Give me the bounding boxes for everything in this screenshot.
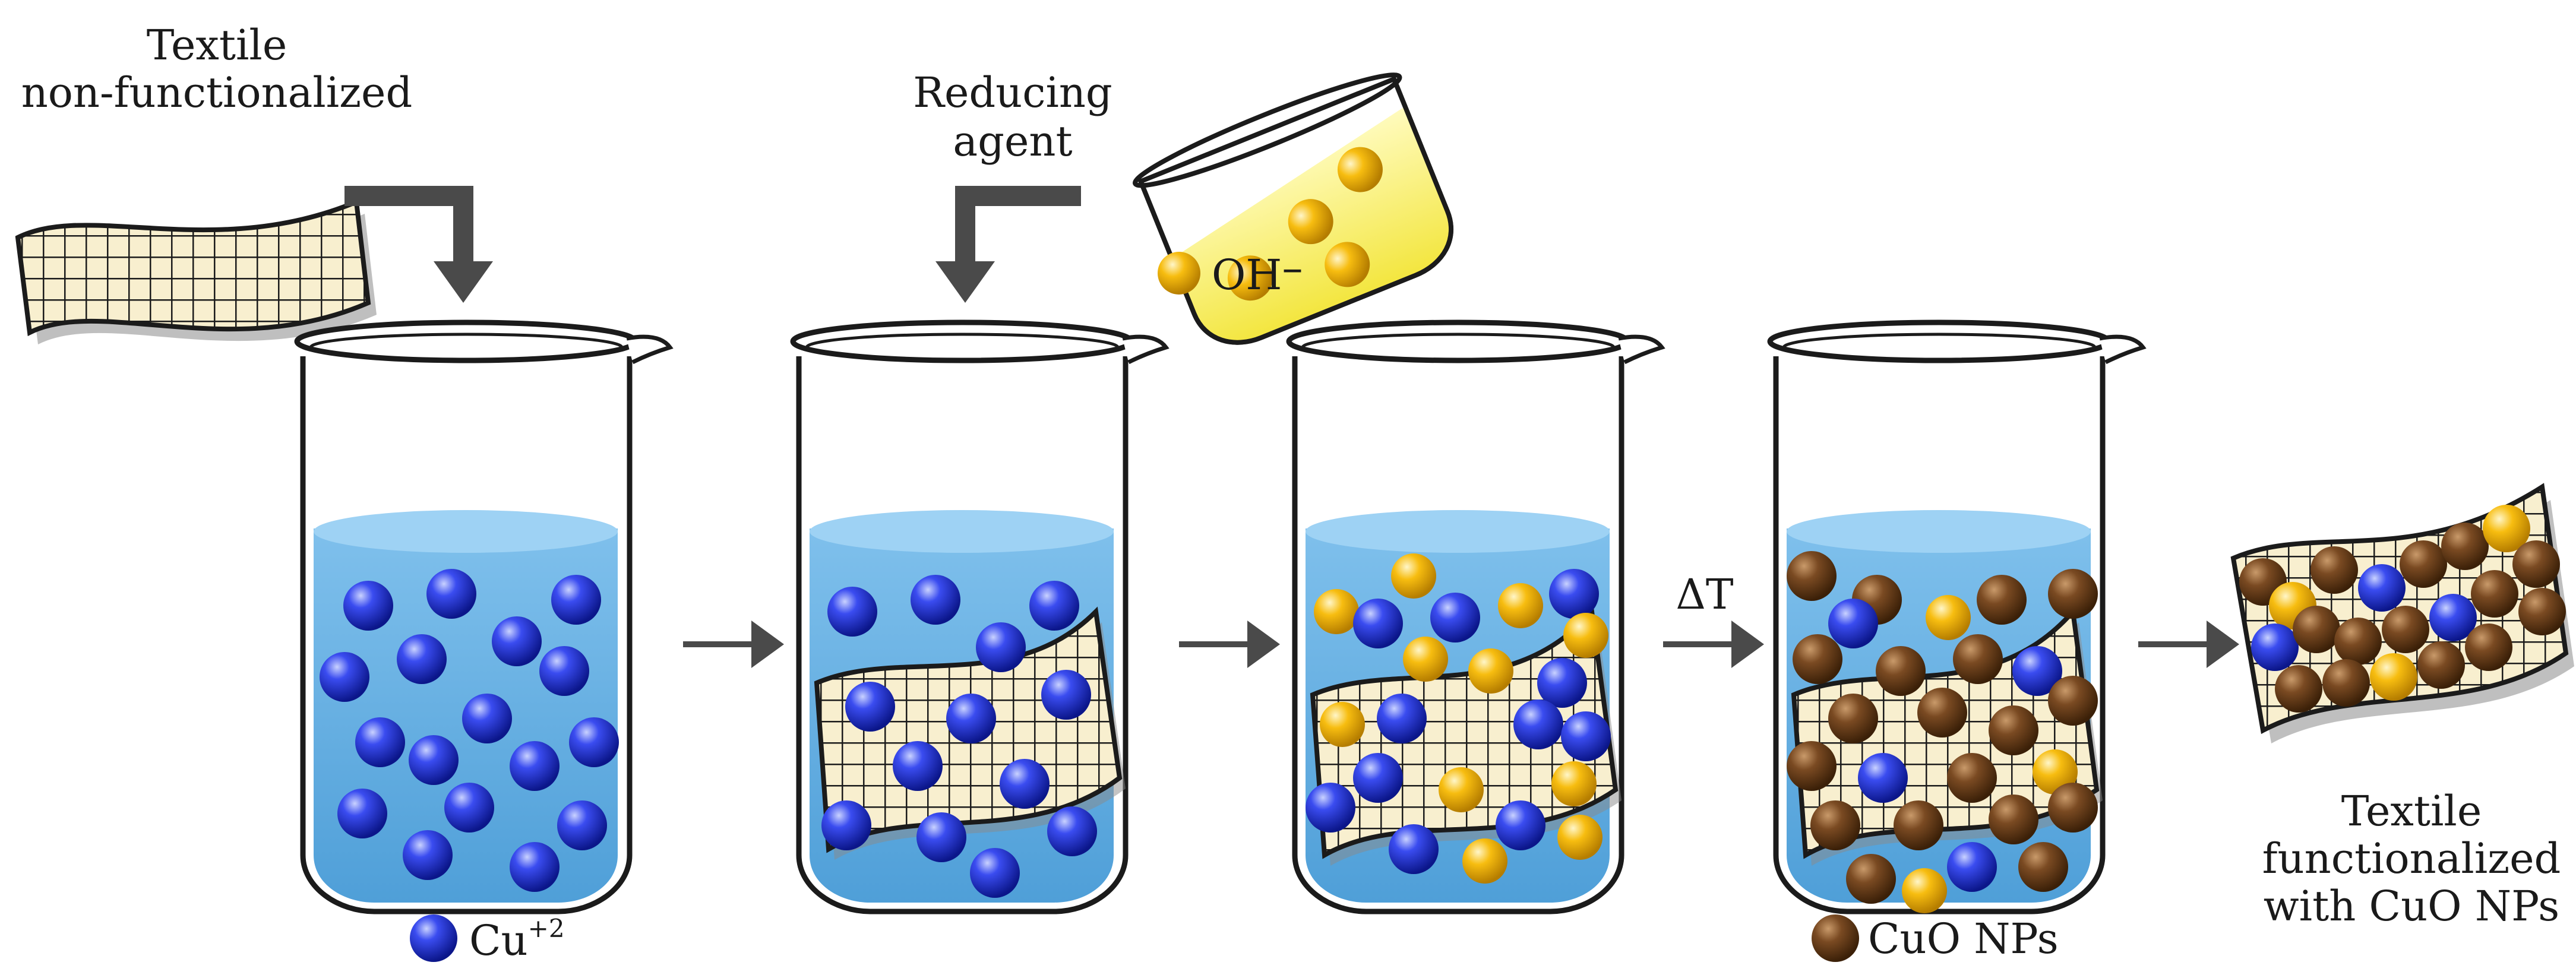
beaker-icon	[796, 356, 1129, 914]
particle-icon	[1158, 252, 1200, 295]
legend-cu-ion: Cu+2	[410, 914, 565, 965]
textile-input-label-line2: non-functionalized	[21, 68, 413, 117]
reducing-agent-group: Reducing agent	[913, 68, 1454, 345]
textile-input-group: Textile non-functionalized	[15, 21, 413, 344]
beaker-1	[294, 319, 674, 914]
hydroxide-label: OH–	[1212, 243, 1303, 299]
arrow-icon	[2138, 621, 2239, 668]
particles-mixed	[1306, 553, 1611, 884]
cu-ion-particles	[320, 569, 619, 892]
textile-icon	[15, 198, 377, 344]
beaker-icon	[300, 356, 633, 914]
heat-label: ΔT	[1676, 570, 1733, 619]
arrow-icon	[935, 261, 995, 303]
cu-ion-label: Cu+2	[469, 914, 565, 965]
arrow-icon	[344, 186, 473, 270]
arrow-icon	[434, 261, 493, 303]
textile-output-line2: functionalized	[2262, 834, 2561, 883]
textile-output-line3: with CuO NPs	[2264, 882, 2559, 930]
arrow-icon	[1663, 621, 1764, 668]
arrow-icon	[955, 186, 1081, 270]
beaker-liquid-surface	[1306, 510, 1610, 553]
reducing-agent-line2: agent	[953, 117, 1072, 166]
beaker-icon	[1292, 356, 1624, 914]
particle-icon	[410, 914, 457, 962]
tilted-beaker-icon	[1133, 72, 1454, 345]
legend-cuo: CuO NPs	[1812, 914, 2059, 963]
legend-hydroxide: OH–	[1158, 243, 1303, 299]
reducing-agent-line1: Reducing	[913, 68, 1112, 117]
beaker-liquid-surface	[810, 510, 1114, 553]
beaker-liquid-surface	[1787, 510, 2091, 553]
arrow-icon	[683, 621, 784, 668]
beaker-liquid-surface	[314, 510, 618, 553]
textile-output-line1: Textile	[2341, 787, 2482, 835]
beaker-icon	[1773, 356, 2106, 914]
cuo-nps-label: CuO NPs	[1868, 914, 2059, 963]
cu-ion-particles	[821, 575, 1097, 898]
particle-icon	[1812, 914, 1859, 962]
beaker-3	[1286, 319, 1665, 914]
particles-mixed	[2239, 505, 2566, 713]
beaker-4	[1767, 319, 2147, 914]
arrow-icon	[1179, 621, 1280, 668]
beaker-2	[790, 319, 1170, 914]
textile-output-group: Textile functionalized with CuO NPs	[2230, 483, 2574, 930]
textile-input-label-line1: Textile	[147, 21, 287, 69]
particles-mixed	[1787, 551, 2098, 913]
